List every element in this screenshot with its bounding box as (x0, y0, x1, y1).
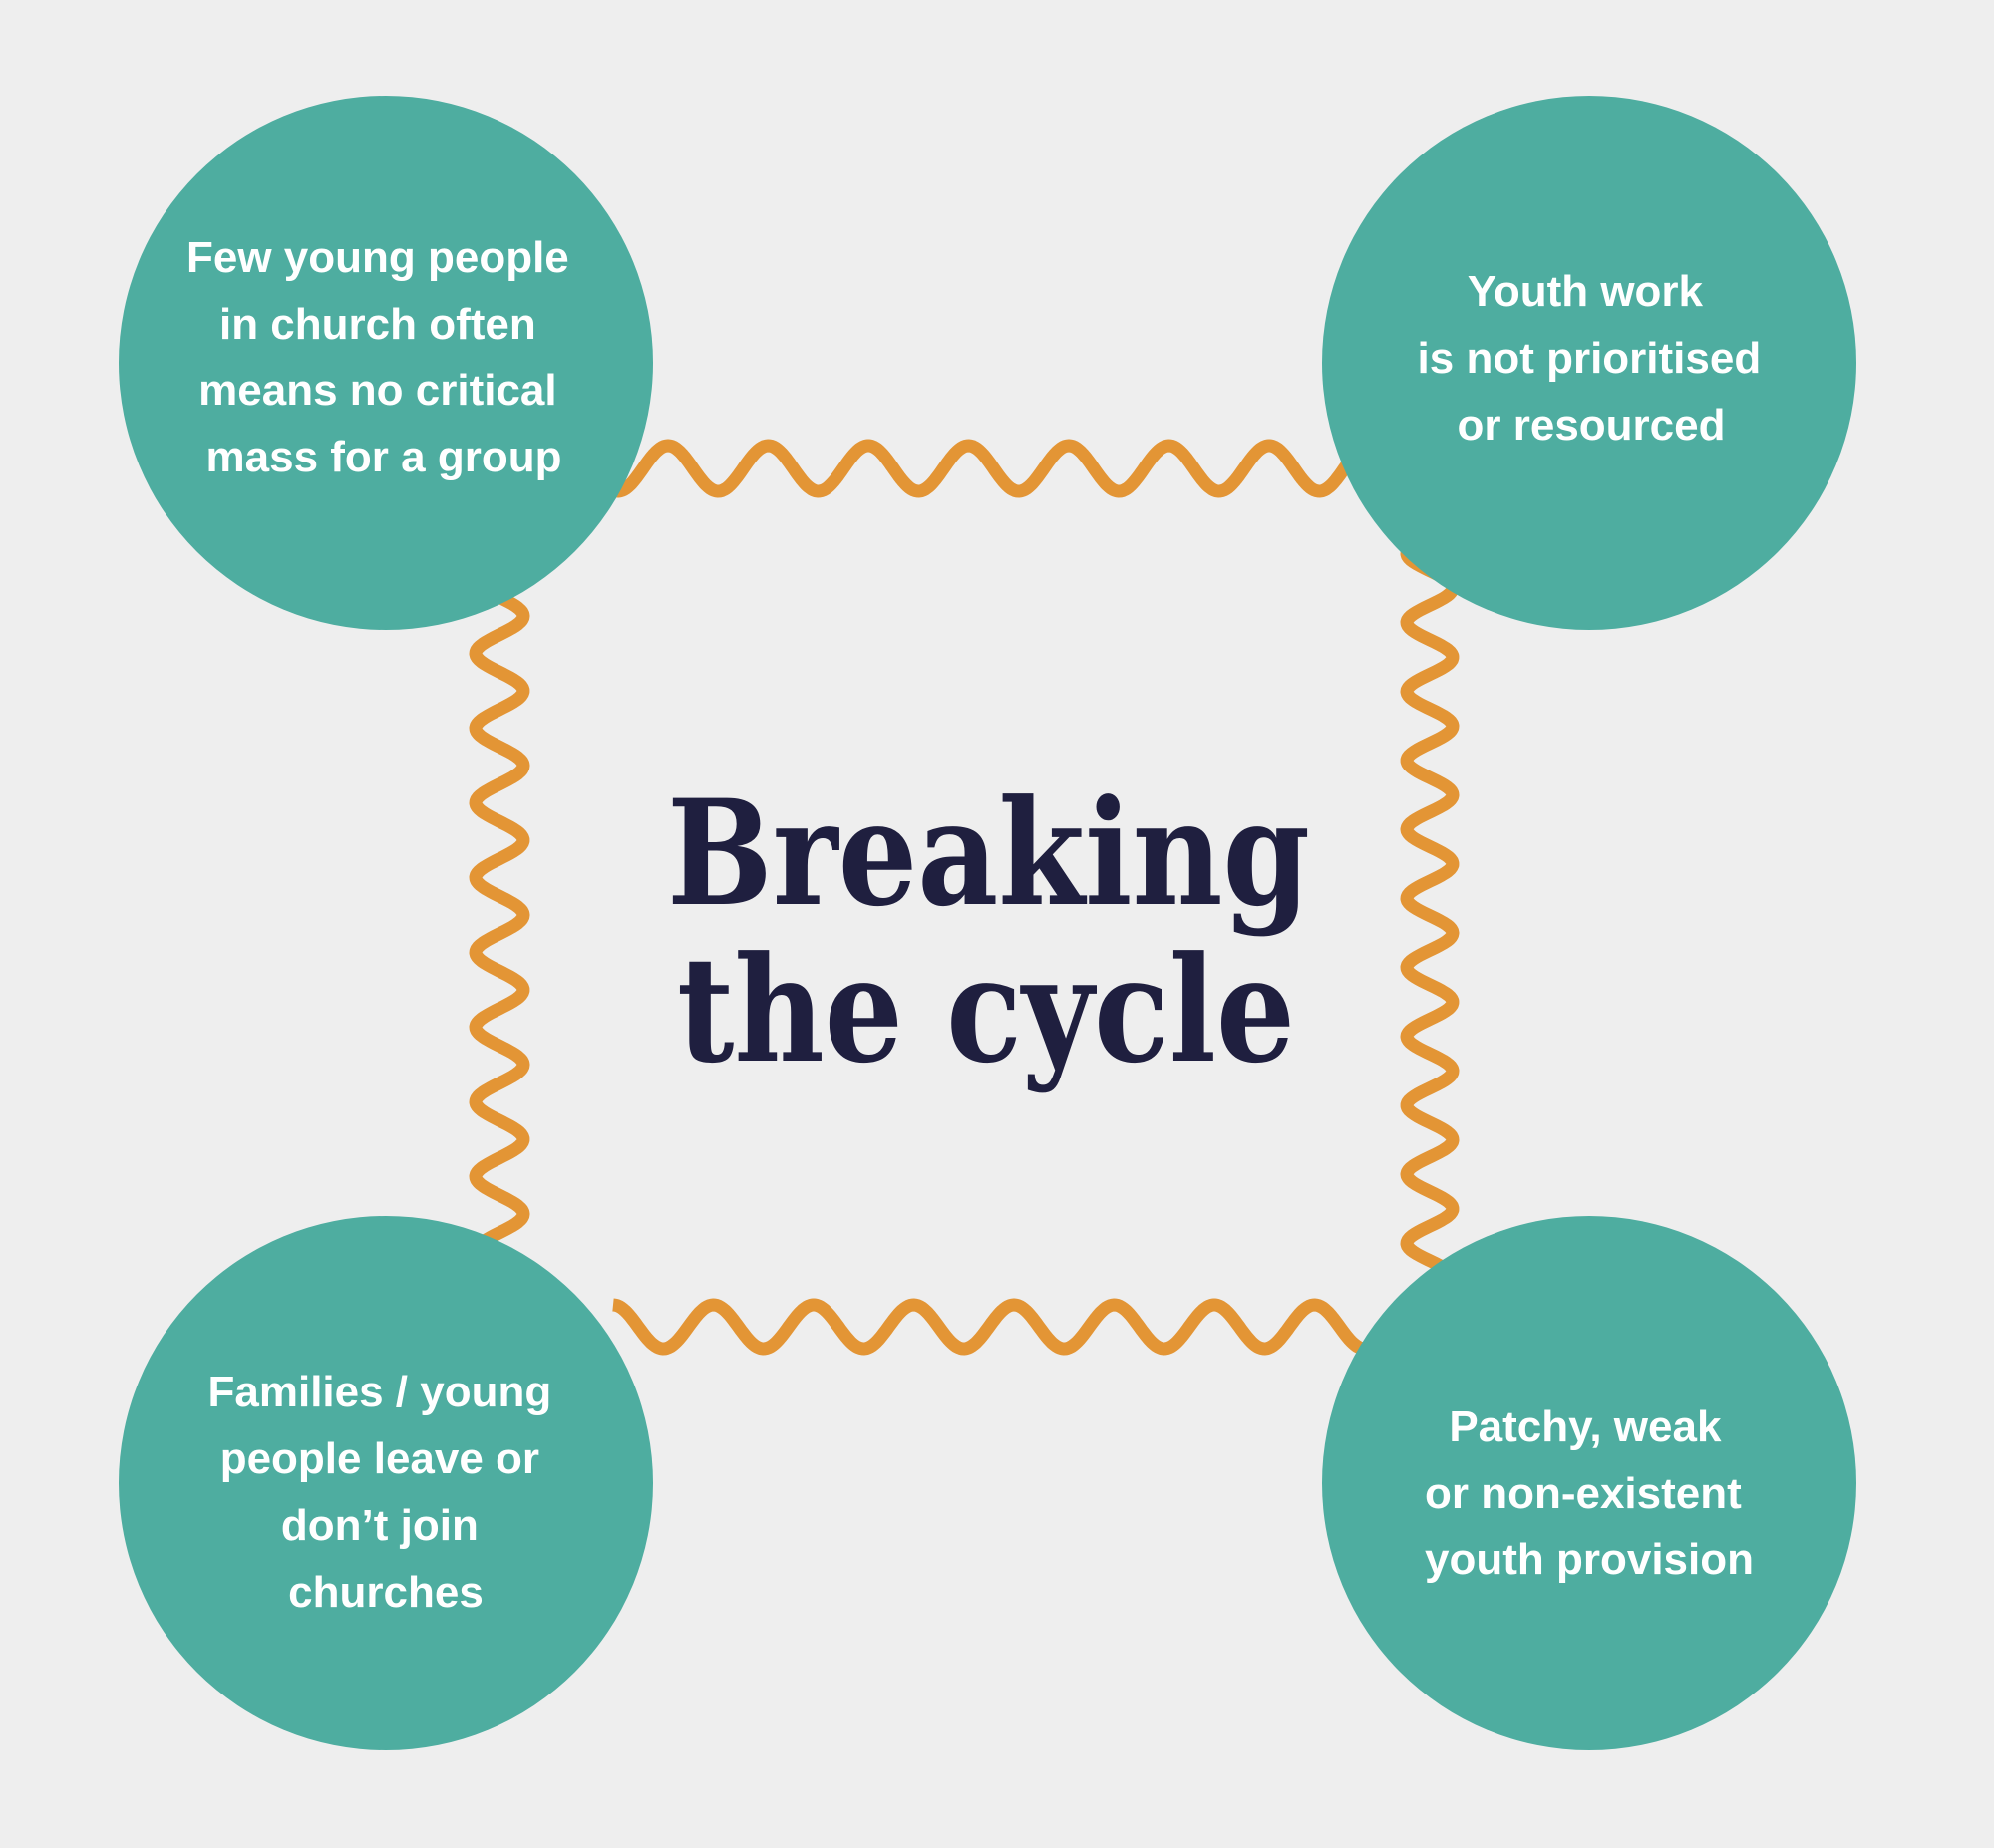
connector-bottom-wave (608, 1298, 1401, 1356)
node-label-line: Families / young (208, 1368, 552, 1416)
node-circle (1322, 96, 1856, 630)
title-line-1: Breaking (667, 769, 1310, 939)
node-bottom-left: Families / young people leave or don’t j… (119, 1216, 653, 1750)
node-label-line: mass for a group (206, 433, 562, 481)
node-label: Few young people in church often means n… (186, 233, 581, 481)
node-label-line: churches (288, 1568, 484, 1617)
node-label-line: people leave or (220, 1434, 539, 1483)
node-circle (119, 96, 653, 630)
node-label-line: Youth work (1468, 267, 1704, 316)
node-label-line: or resourced (1458, 401, 1726, 450)
node-circle (119, 1216, 653, 1750)
node-bottom-right: Patchy, weak or non-existent youth provi… (1322, 1216, 1856, 1750)
node-label-line: is not prioritised (1418, 334, 1762, 383)
node-circle (1322, 1216, 1856, 1750)
node-top-left: Few young people in church often means n… (119, 96, 653, 630)
connector-left-wave (469, 552, 530, 1291)
node-label-line: don’t join (281, 1501, 479, 1550)
node-label: Patchy, weak or non-existent youth provi… (1425, 1402, 1754, 1584)
node-label-line: Few young people (186, 233, 569, 282)
node-label: Youth work is not prioritised or resourc… (1418, 267, 1774, 450)
node-label-line: in church often (219, 300, 536, 349)
title-line-2: the cycle (677, 925, 1295, 1095)
node-label-line: means no critical (198, 366, 556, 415)
node-label: Families / young people leave or don’t j… (208, 1368, 564, 1617)
node-top-right: Youth work is not prioritised or resourc… (1322, 96, 1856, 630)
connector-top-wave (553, 439, 1381, 498)
node-label-line: Patchy, weak (1449, 1402, 1722, 1451)
connector-right-wave (1400, 513, 1460, 1302)
node-label-line: youth provision (1425, 1535, 1754, 1584)
diagram-title: Breaking the cycle (667, 769, 1310, 1095)
node-label-line: or non-existent (1425, 1469, 1742, 1518)
